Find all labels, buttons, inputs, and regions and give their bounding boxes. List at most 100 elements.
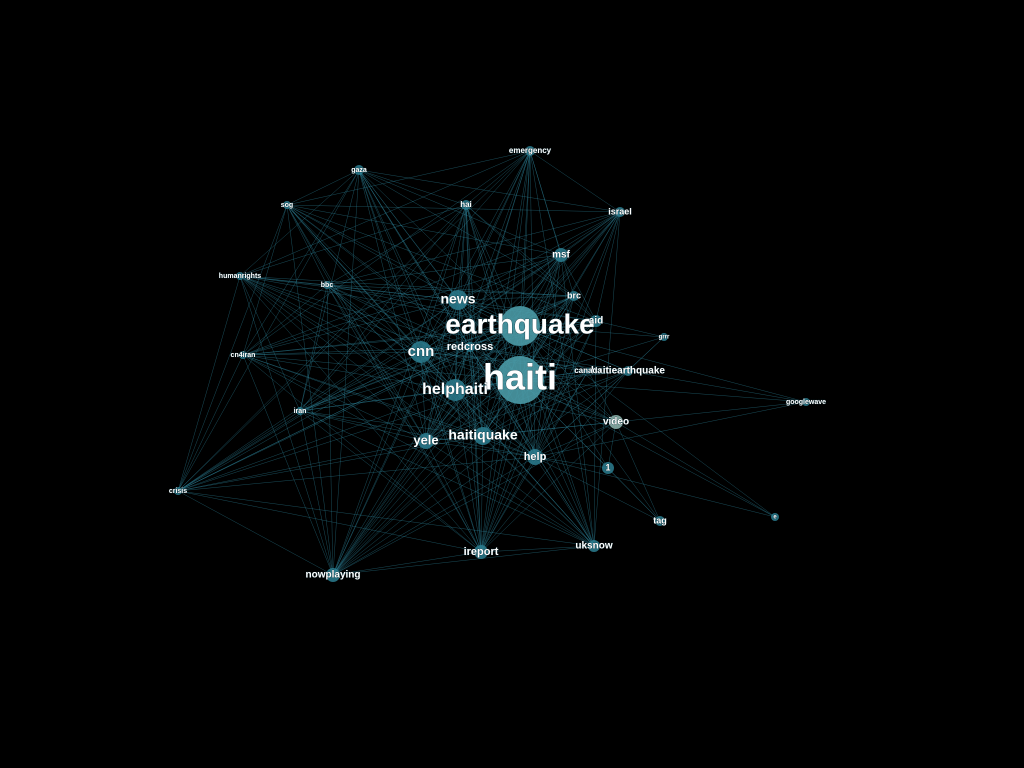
edge-earthquake-googlewave [519,325,807,403]
node-cn4iran[interactable] [239,351,247,359]
edge-israel-cn4iran [242,211,621,356]
edge-news-video [457,299,617,423]
node-crisis[interactable] [174,487,182,495]
node-msf[interactable] [554,248,568,262]
edge-israel-bbc [326,211,621,286]
edge-nowplaying-bbc [326,284,334,576]
edge-help-israel [534,211,621,458]
edge-iran-crisis [177,410,301,492]
node-sog[interactable] [283,201,291,209]
edge-news-hai [457,204,467,301]
node-bbc[interactable] [323,281,331,289]
node-label-emergency: emergency [509,146,552,155]
node-uksnow[interactable] [588,540,600,552]
node-label-humanrights: humanrights [219,273,261,280]
edge-cnn-bbc [326,284,422,353]
edge-help-googlewave [534,401,807,458]
node-emergency[interactable] [525,146,535,156]
edge-nowplaying-gaza [332,169,360,576]
edge-haiti-ireport [480,379,521,553]
node-label-nowplaying: nowplaying [306,570,361,581]
node-humanrights[interactable] [236,272,244,280]
node-video[interactable] [609,415,623,429]
node-label-hai: hai [460,200,472,209]
edge-canada-video [587,370,617,423]
edge-uksnow-iran [299,410,595,547]
node-cnn[interactable] [410,341,432,363]
edge-earthquake-tag [519,325,661,522]
edge-humanrights-aid [239,275,597,322]
edge-news-cn4iran [242,299,459,356]
edge-nowplaying-crisis [177,490,334,576]
node-googlewave[interactable] [802,398,810,406]
edge-gaza-iran [299,169,360,412]
edge-humanrights-bbc [239,275,328,286]
edge-emergency-humanrights [239,150,531,277]
node-helphaiti[interactable] [444,379,466,401]
node-brc[interactable] [569,291,579,301]
edge-redcross-bbc [326,284,471,348]
edge-emergency-israel [529,150,621,213]
node-label-aid: aid [589,316,603,327]
edge-help-humanrights [239,275,536,458]
edge-earthquake-cn4iran [242,325,521,356]
node-earthquake[interactable] [500,306,540,346]
node-nowplaying[interactable] [326,568,340,582]
edge-yele-crisis [177,440,427,492]
node-layer [174,146,810,582]
edge-nowplaying-iran [299,410,334,576]
edge-news-brc [457,295,575,301]
edge-emergency-uksnow [529,150,595,547]
edge-nowplaying-hai [332,204,467,576]
edge-aid-uksnow [593,320,597,547]
edge-yele-sog [286,204,427,442]
node-israel[interactable] [615,207,625,217]
edge-redcross-hai [465,204,471,348]
node-e[interactable] [771,513,779,521]
edge-earthquake-bbc [326,284,521,327]
edge-gaza-brc [358,169,575,297]
edge-ireport-nowplaying [332,551,482,576]
node-ireport[interactable] [474,545,488,559]
edge-gaza-uksnow [358,169,595,547]
node-haitiquake[interactable] [474,427,492,445]
edge-news-msf [457,254,562,301]
node-tag[interactable] [655,516,665,526]
edge-help-hai [465,204,536,458]
node-hai[interactable] [461,200,471,210]
edge-ireport-video [480,421,617,553]
edge-cn4iran-crisis [177,354,244,492]
node-canada[interactable] [585,368,591,374]
node-label-crisis: crisis [169,488,187,495]
node-iran[interactable] [296,407,304,415]
node-label-gaza: gaza [351,167,367,174]
edge-gaza-hai [358,169,467,206]
node-aid[interactable] [590,315,602,327]
node-label-googlewave: googlewave [786,399,826,406]
edge-crisis-gaza [177,169,360,492]
edge-help-e [534,456,776,518]
node-label-uksnow: uksnow [575,541,612,552]
node-help[interactable] [527,449,543,465]
edge-cnn-brc [420,295,575,353]
node-label-brc: brc [567,290,581,300]
node-gaza[interactable] [354,165,364,175]
edge-helphaiti-israel [454,211,621,391]
edge-haiti-cn4iran [242,354,521,381]
node-news[interactable] [448,290,468,310]
edge-ireport-humanrights [239,275,482,553]
node-redcross[interactable] [465,342,475,352]
edge-haitiearthquake-googlewave [627,370,807,403]
edge-hai-crisis [177,204,467,492]
edge-redcross-humanrights [239,275,471,348]
edge-haitiquake-cn4iran [242,354,484,437]
node-haiti[interactable] [496,356,544,404]
node-haitiearthquake[interactable] [623,366,633,376]
node-yele[interactable] [418,433,434,449]
edge-yele-hai [425,204,467,442]
node-grrr[interactable] [660,333,668,341]
edge-ireport-emergency [480,150,531,553]
node-1[interactable] [602,462,614,474]
edge-crisis-uksnow [177,490,595,547]
